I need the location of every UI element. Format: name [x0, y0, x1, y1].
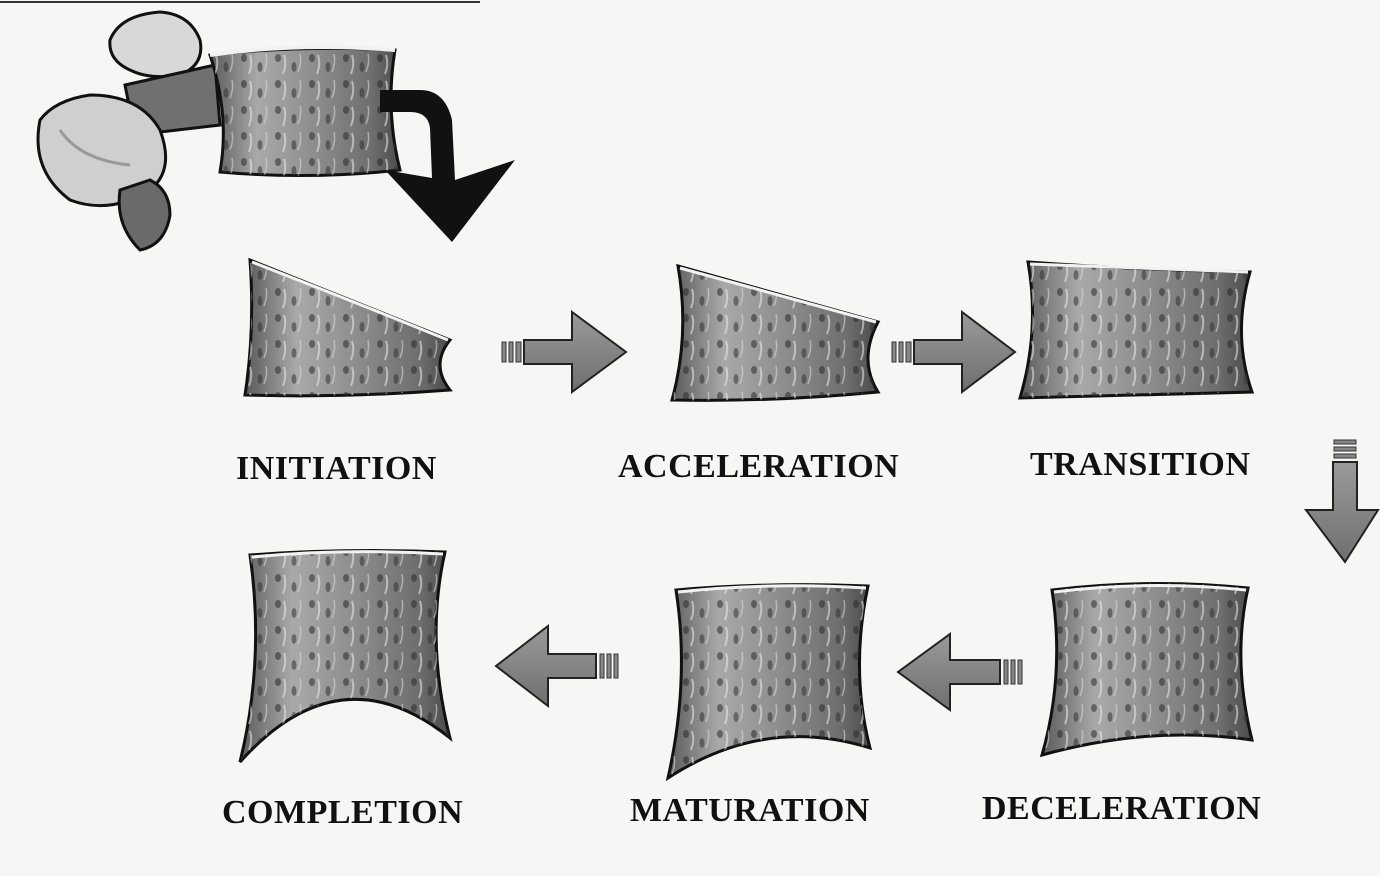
arrow-down-icon	[1306, 440, 1378, 562]
arrow-left-icon	[898, 634, 1022, 710]
stage-label-completion: COMPLETION	[222, 794, 463, 832]
stage-label-maturation: MATURATION	[630, 792, 870, 830]
vertebra-transition	[1020, 262, 1252, 398]
vertebra-maturation	[668, 585, 870, 778]
stage-label-acceleration: ACCELERATION	[618, 448, 899, 486]
vertebra-illustration	[38, 12, 400, 250]
stage-label-initiation: INITIATION	[236, 450, 437, 488]
arrow-left-icon	[496, 626, 618, 706]
vertebra-deceleration	[1042, 583, 1252, 755]
arrow-right-icon	[502, 312, 626, 392]
vertebra-initiation	[245, 260, 450, 396]
stage-label-deceleration: DECELERATION	[982, 790, 1261, 828]
arrow-right-icon	[892, 312, 1015, 392]
vertebra-completion	[240, 551, 450, 762]
stage-label-transition: TRANSITION	[1030, 446, 1250, 484]
vertebra-acceleration	[672, 266, 878, 400]
